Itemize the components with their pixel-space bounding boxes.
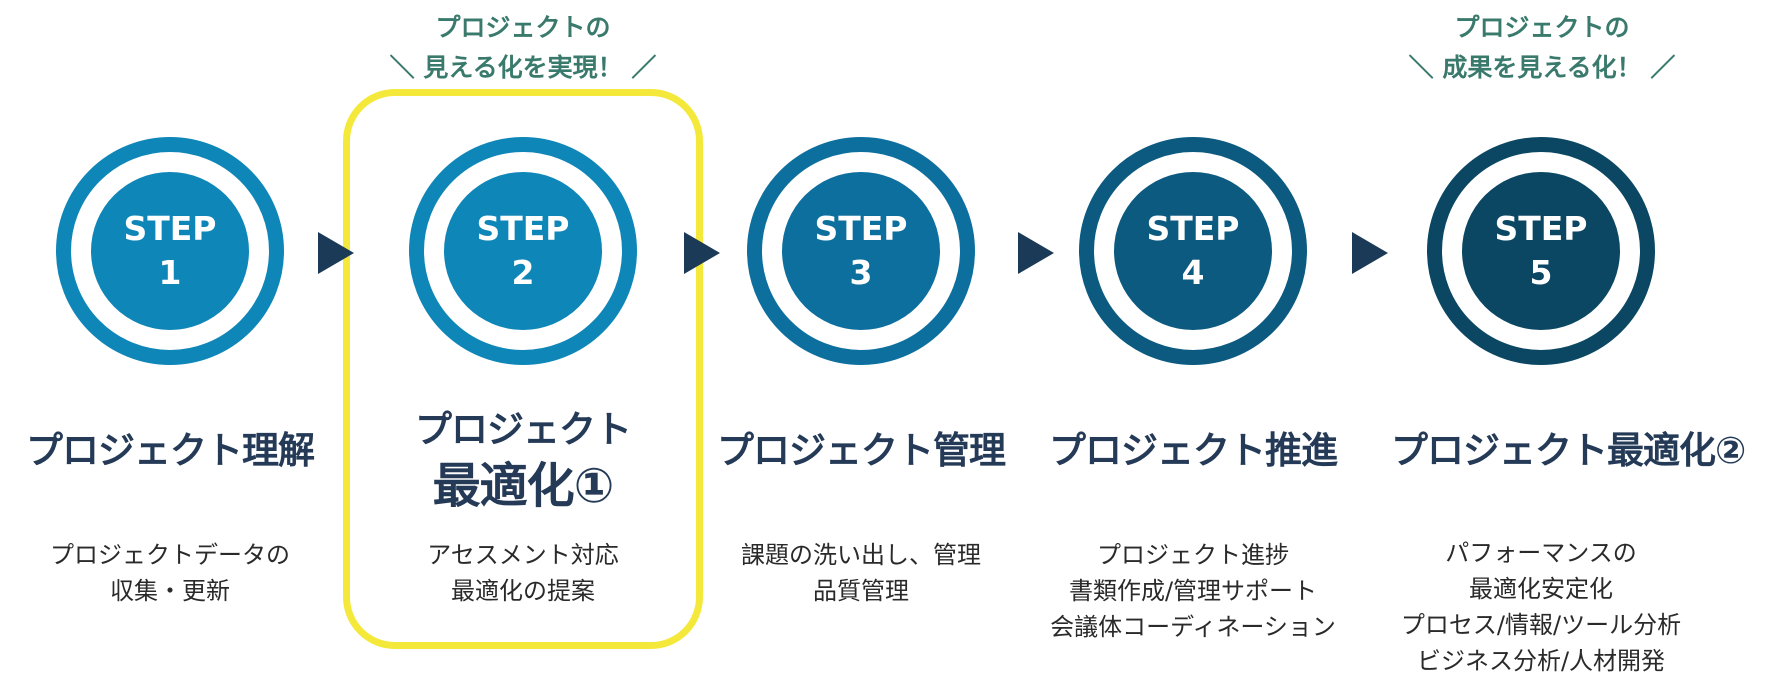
- arrow-right-icon: [684, 232, 720, 274]
- step-badge: STEP 2: [444, 172, 602, 330]
- step-5: STEP 5 プロジェクト最適化② パフォーマンスの 最適化安定化 プロセス/情…: [1391, 0, 1746, 693]
- arrow-right-icon: [318, 232, 354, 274]
- step-title: プロジェクト管理: [717, 429, 1006, 472]
- desc-line: 書類作成/管理サポート: [1068, 577, 1318, 605]
- desc-line: 最適化安定化: [1469, 575, 1613, 603]
- step-badge: STEP 5: [1462, 172, 1620, 330]
- desc-line: 会議体コーディネーション: [1050, 613, 1336, 641]
- step-badge: STEP 3: [782, 172, 940, 330]
- step-label: STEP: [1494, 209, 1588, 248]
- step-circle: STEP 2: [409, 137, 637, 365]
- step-number: 1: [158, 253, 182, 292]
- step-number: 3: [849, 253, 873, 292]
- callout-line2: ＼ 見える化を実現！ ／: [389, 53, 657, 82]
- desc-line: パフォーマンスの: [1445, 539, 1637, 567]
- step-2: STEP 2 プロジェクト 最適化① アセスメント対応 最適化の提案: [373, 0, 673, 693]
- desc-line: プロジェクトデータの: [50, 541, 290, 569]
- step2-highlight-frame: [343, 89, 703, 649]
- callout-results: プロジェクトの ＼ 成果を見える化！ ／: [1382, 8, 1702, 88]
- arrow-right-icon: [1352, 232, 1388, 274]
- step-label: STEP: [476, 209, 570, 248]
- step-description: プロジェクト進捗 書類作成/管理サポート 会議体コーディネーション: [1043, 537, 1343, 645]
- callout-line1: プロジェクトの: [1454, 13, 1630, 42]
- step-description: プロジェクトデータの 収集・更新: [20, 537, 320, 609]
- step-4: STEP 4 プロジェクト推進 プロジェクト進捗 書類作成/管理サポート 会議体…: [1043, 0, 1343, 693]
- desc-line: 収集・更新: [110, 577, 230, 605]
- step-label: STEP: [814, 209, 908, 248]
- callout-line1: プロジェクトの: [435, 13, 611, 42]
- step-description: パフォーマンスの 最適化安定化 プロセス/情報/ツール分析 ビジネス分析/人材開…: [1391, 535, 1691, 679]
- callout-visualize: プロジェクトの ＼ 見える化を実現！ ／: [363, 8, 683, 88]
- desc-line: プロセス/情報/ツール分析: [1400, 611, 1682, 639]
- step-badge: STEP 1: [91, 172, 249, 330]
- step-label: STEP: [123, 209, 217, 248]
- step-title-line2: 最適化①: [432, 458, 615, 514]
- step-circle: STEP 1: [56, 137, 284, 365]
- step-badge: STEP 4: [1114, 172, 1272, 330]
- step-title: プロジェクト最適化②: [1391, 429, 1746, 472]
- desc-line: 品質管理: [813, 577, 909, 605]
- desc-line: プロジェクト進捗: [1097, 541, 1289, 569]
- desc-line: 課題の洗い出し、管理: [741, 541, 981, 569]
- desc-line: アセスメント対応: [427, 541, 619, 569]
- step-3: STEP 3 プロジェクト管理 課題の洗い出し、管理 品質管理: [711, 0, 1011, 693]
- callout-line2: ＼ 成果を見える化！ ／: [1408, 53, 1676, 82]
- step-description: 課題の洗い出し、管理 品質管理: [711, 537, 1011, 609]
- step-number: 4: [1181, 253, 1205, 292]
- desc-line: ビジネス分析/人材開発: [1416, 647, 1666, 675]
- step-circle: STEP 5: [1427, 137, 1655, 365]
- arrow-right-icon: [1018, 232, 1054, 274]
- step-number: 2: [511, 253, 535, 292]
- step-circle: STEP 4: [1079, 137, 1307, 365]
- step-number: 5: [1529, 253, 1553, 292]
- step-circle: STEP 3: [747, 137, 975, 365]
- step-title: プロジェクト 最適化①: [373, 405, 673, 517]
- step-title: プロジェクト理解: [26, 429, 315, 472]
- step-1: STEP 1 プロジェクト理解 プロジェクトデータの 収集・更新: [20, 0, 320, 693]
- step-title: プロジェクト推進: [1049, 429, 1338, 472]
- step-label: STEP: [1146, 209, 1240, 248]
- step-description: アセスメント対応 最適化の提案: [373, 537, 673, 609]
- desc-line: 最適化の提案: [451, 577, 595, 605]
- step-title-line1: プロジェクト: [415, 408, 632, 451]
